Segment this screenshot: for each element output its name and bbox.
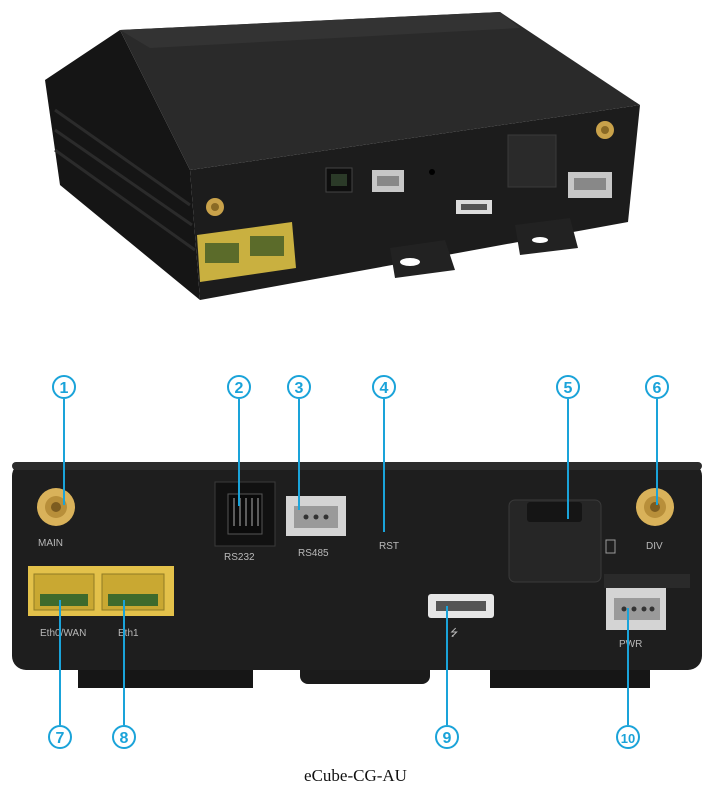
front-panel-diagram: MAIN RS232 RS485 RST DIV Eth0/WAN Eth1 ⭍…: [12, 375, 702, 749]
callout-9: 9: [443, 730, 452, 747]
callout-7: 7: [56, 730, 65, 747]
device-perspective-photo: [45, 12, 640, 300]
usb-icon: ⭍: [450, 627, 458, 639]
sim-icon: [605, 539, 616, 554]
callout-8: 8: [120, 730, 129, 747]
callout-5: 5: [564, 380, 573, 397]
callout-10: 10: [621, 731, 635, 746]
label-pwr: PWR: [619, 639, 642, 650]
label-div: DIV: [646, 541, 663, 552]
callout-2: 2: [235, 380, 244, 397]
label-rs485: RS485: [298, 548, 329, 559]
callout-4: 4: [380, 380, 389, 397]
label-rst: RST: [379, 541, 399, 552]
label-eth1: Eth1: [118, 628, 139, 639]
label-main: MAIN: [38, 538, 63, 549]
callout-3: 3: [295, 380, 304, 397]
figure-caption: eCube-CG-AU: [304, 766, 407, 785]
label-eth0-wan: Eth0/WAN: [40, 628, 86, 639]
callout-1: 1: [60, 380, 69, 397]
callout-6: 6: [653, 380, 662, 397]
label-rs232: RS232: [224, 552, 255, 563]
